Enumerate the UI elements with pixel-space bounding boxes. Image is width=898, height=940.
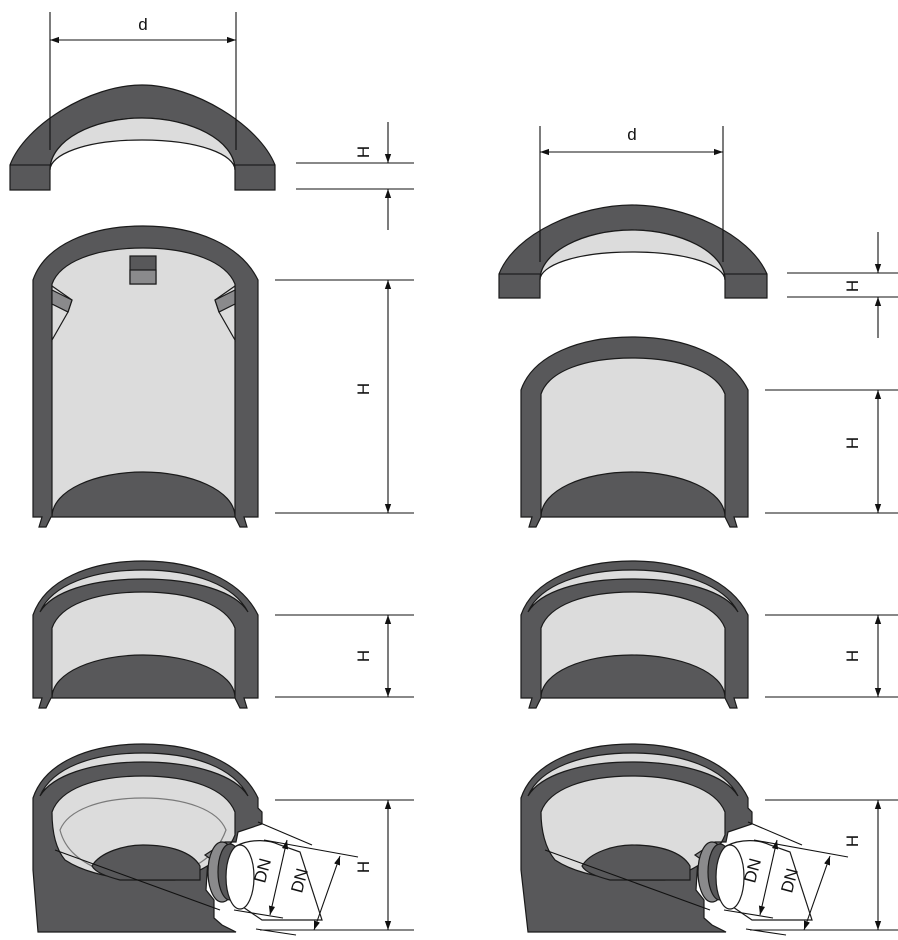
diameter-dimension-right: d <box>539 125 724 262</box>
shaft-ring-right <box>520 336 749 528</box>
cover-height-dimension-right: H <box>787 232 898 338</box>
base-height-dimension-left: H <box>260 799 414 931</box>
ring-height-label-left: H <box>354 650 373 662</box>
base-height-dimension-right: H <box>750 799 898 931</box>
short-ring-right <box>520 560 749 709</box>
diameter-dimension-left: d <box>49 12 237 150</box>
base-height-label-right: H <box>843 835 862 847</box>
ring-height-dimension-left: H <box>275 614 414 698</box>
cover-ring-right <box>498 204 768 299</box>
cover-height-label-left: H <box>354 146 373 158</box>
diameter-label-left: d <box>138 15 147 34</box>
shaft-height-label-left: H <box>354 383 373 395</box>
shaft-height-dimension-left: H <box>275 279 414 514</box>
cover-ring-left <box>9 84 276 191</box>
ring-height-dimension-right: H <box>765 614 898 698</box>
base-height-label-left: H <box>354 861 373 873</box>
shaft-ring-left <box>32 225 259 528</box>
diameter-label-right: d <box>627 125 636 144</box>
shaft-height-label-right: H <box>843 437 862 449</box>
ring-height-label-right: H <box>843 650 862 662</box>
base-unit-right <box>520 743 813 933</box>
cover-height-dimension-left: H <box>296 122 414 230</box>
shaft-height-dimension-right: H <box>765 389 898 514</box>
cover-height-label-right: H <box>843 280 862 292</box>
short-ring-left <box>32 560 259 709</box>
base-unit-left <box>32 743 323 933</box>
